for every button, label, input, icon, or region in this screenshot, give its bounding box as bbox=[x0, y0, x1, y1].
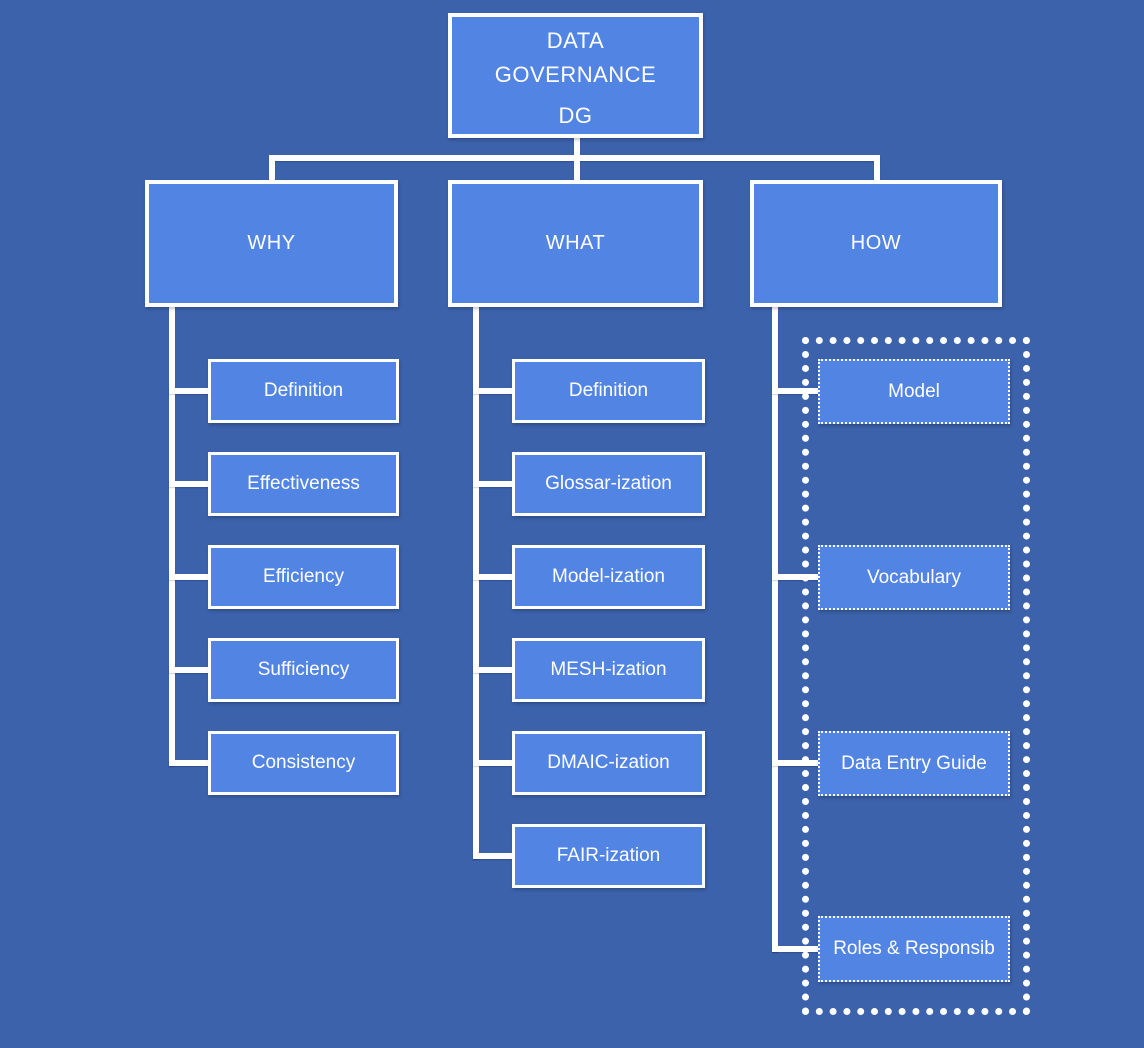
node-what-dmaicization: DMAIC-ization bbox=[512, 731, 705, 795]
node-how-label: HOW bbox=[850, 232, 902, 254]
node-why-label: WHY bbox=[247, 232, 296, 254]
connector-root-stub bbox=[574, 136, 580, 158]
node-label: Efficiency bbox=[263, 566, 344, 587]
connector-why-stub-3 bbox=[169, 574, 214, 580]
node-what: WHAT bbox=[448, 180, 703, 307]
node-label: Data Entry Guide bbox=[841, 752, 987, 774]
node-label: Effectiveness bbox=[247, 473, 360, 494]
node-label: Roles & Responsib bbox=[833, 938, 995, 959]
node-label: DMAIC-ization bbox=[547, 752, 670, 773]
root-title: DATA GOVERNANCE bbox=[494, 27, 657, 87]
node-label: Definition bbox=[568, 380, 649, 401]
node-why: WHY bbox=[145, 180, 398, 307]
node-what-definition: Definition bbox=[512, 359, 705, 423]
node-how-data-entry-guide: Data Entry Guide bbox=[818, 731, 1010, 796]
node-why-efficiency: Efficiency bbox=[208, 545, 399, 609]
node-why-sufficiency: Sufficiency bbox=[208, 638, 399, 702]
connector-why-stub-4 bbox=[169, 667, 214, 673]
node-why-definition: Definition bbox=[208, 359, 399, 423]
connector-what-drop bbox=[574, 158, 580, 182]
root-subtitle: DG bbox=[558, 102, 593, 128]
node-label: FAIR-ization bbox=[556, 845, 661, 866]
connector-how-trunk bbox=[772, 303, 778, 952]
node-what-fairization: FAIR-ization bbox=[512, 824, 705, 888]
how-group-frame bbox=[802, 337, 1030, 1015]
connector-what-stub-4 bbox=[473, 667, 518, 673]
node-label: MESH-ization bbox=[550, 659, 667, 680]
node-data-governance: DATA GOVERNANCE DG bbox=[448, 13, 703, 138]
connector-how-drop bbox=[874, 158, 880, 182]
connector-what-stub-1 bbox=[473, 388, 518, 394]
node-how-vocabulary: Vocabulary bbox=[818, 545, 1010, 610]
node-label: Model-ization bbox=[552, 566, 665, 587]
node-what-label: WHAT bbox=[545, 232, 606, 254]
connector-why-drop bbox=[269, 158, 275, 182]
connector-what-stub-6 bbox=[473, 853, 518, 859]
node-why-consistency: Consistency bbox=[208, 731, 399, 795]
node-how: HOW bbox=[750, 180, 1002, 307]
node-label: Definition bbox=[263, 380, 344, 401]
node-what-modelization: Model-ization bbox=[512, 545, 705, 609]
node-what-meshization: MESH-ization bbox=[512, 638, 705, 702]
connector-why-stub-2 bbox=[169, 481, 214, 487]
node-label: Sufficiency bbox=[257, 659, 350, 680]
node-label: Consistency bbox=[251, 752, 356, 773]
node-label: Glossar-ization bbox=[545, 473, 672, 494]
connector-why-trunk bbox=[169, 303, 175, 766]
node-how-model: Model bbox=[818, 359, 1010, 424]
connector-how-stub-2 bbox=[772, 574, 820, 580]
connector-how-stub-4 bbox=[772, 946, 820, 952]
connector-why-stub-5 bbox=[169, 760, 214, 766]
connector-why-stub-1 bbox=[169, 388, 214, 394]
connector-what-stub-5 bbox=[473, 760, 518, 766]
node-label: Model bbox=[888, 380, 940, 402]
node-how-roles-responsibilities: Roles & Responsib bbox=[818, 916, 1010, 982]
node-what-glossarization: Glossar-ization bbox=[512, 452, 705, 516]
connector-how-stub-1 bbox=[772, 388, 820, 394]
node-label: Vocabulary bbox=[866, 566, 961, 588]
connector-what-stub-2 bbox=[473, 481, 518, 487]
node-why-effectiveness: Effectiveness bbox=[208, 452, 399, 516]
connector-what-trunk bbox=[473, 303, 479, 859]
connector-how-stub-3 bbox=[772, 760, 820, 766]
connector-what-stub-3 bbox=[473, 574, 518, 580]
